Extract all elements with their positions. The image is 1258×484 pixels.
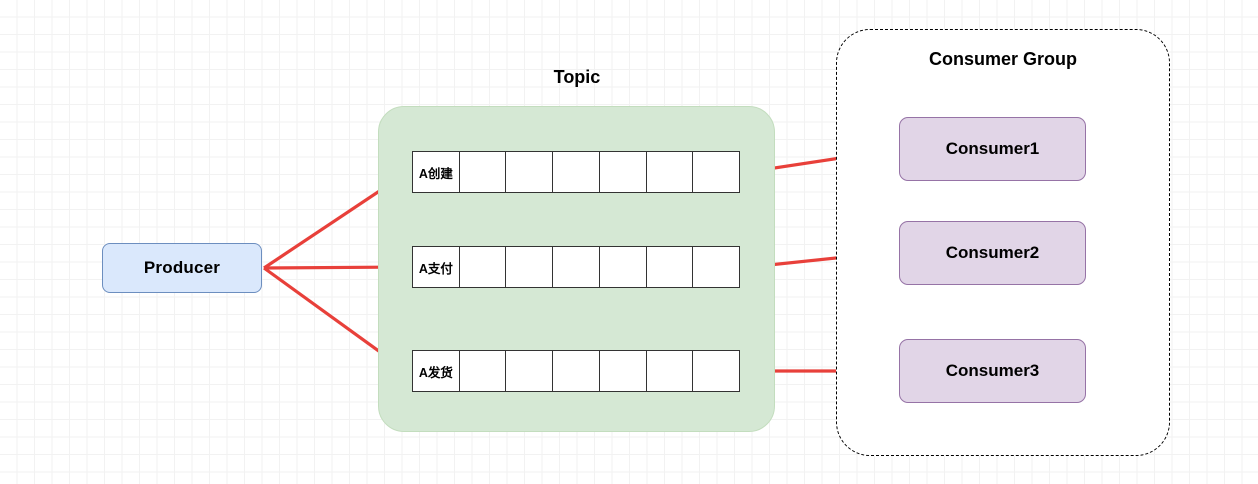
partition-cell[interactable]: [599, 351, 647, 391]
consumer-label: Consumer3: [945, 361, 1040, 380]
partition-cell[interactable]: [506, 351, 554, 391]
producer-node[interactable]: Producer: [102, 243, 262, 293]
partition-cell-label: A创建: [418, 166, 453, 181]
partition-cell[interactable]: [646, 247, 694, 287]
partition-cell[interactable]: A创建: [413, 152, 460, 192]
partition-cell[interactable]: [553, 152, 600, 192]
partition-cell[interactable]: [459, 247, 507, 287]
partition-cell[interactable]: [553, 351, 600, 391]
table-row[interactable]: A创建: [412, 151, 740, 193]
partition-cell[interactable]: [646, 152, 694, 192]
partition-cell[interactable]: [459, 152, 507, 192]
consumer-node[interactable]: Consumer2: [899, 221, 1086, 285]
partition-cell[interactable]: A发货: [413, 351, 460, 391]
partition-cell-label: A发货: [418, 365, 453, 380]
partition-cell[interactable]: [693, 247, 740, 287]
partition-cell[interactable]: [459, 351, 507, 391]
consumer-node[interactable]: Consumer1: [899, 117, 1086, 181]
producer-label: Producer: [143, 258, 221, 277]
partition-cell[interactable]: [506, 247, 554, 287]
table-row[interactable]: A发货: [412, 350, 740, 392]
consumer-label: Consumer1: [945, 139, 1040, 158]
consumer-label: Consumer2: [945, 243, 1040, 262]
partition-cell[interactable]: [599, 152, 647, 192]
partition-cell[interactable]: [693, 351, 740, 391]
partition-cell-label: A支付: [418, 261, 453, 276]
partition-cell[interactable]: [646, 351, 694, 391]
consumer-node[interactable]: Consumer3: [899, 339, 1086, 403]
partition-cell[interactable]: A支付: [413, 247, 460, 287]
partition-cell[interactable]: [693, 152, 740, 192]
partition-cell[interactable]: [506, 152, 554, 192]
partition-cell[interactable]: [553, 247, 600, 287]
topic-title: Topic: [553, 67, 601, 87]
partition-cell[interactable]: [599, 247, 647, 287]
consumer-group-title: Consumer Group: [928, 49, 1077, 69]
table-row[interactable]: A支付: [412, 246, 740, 288]
